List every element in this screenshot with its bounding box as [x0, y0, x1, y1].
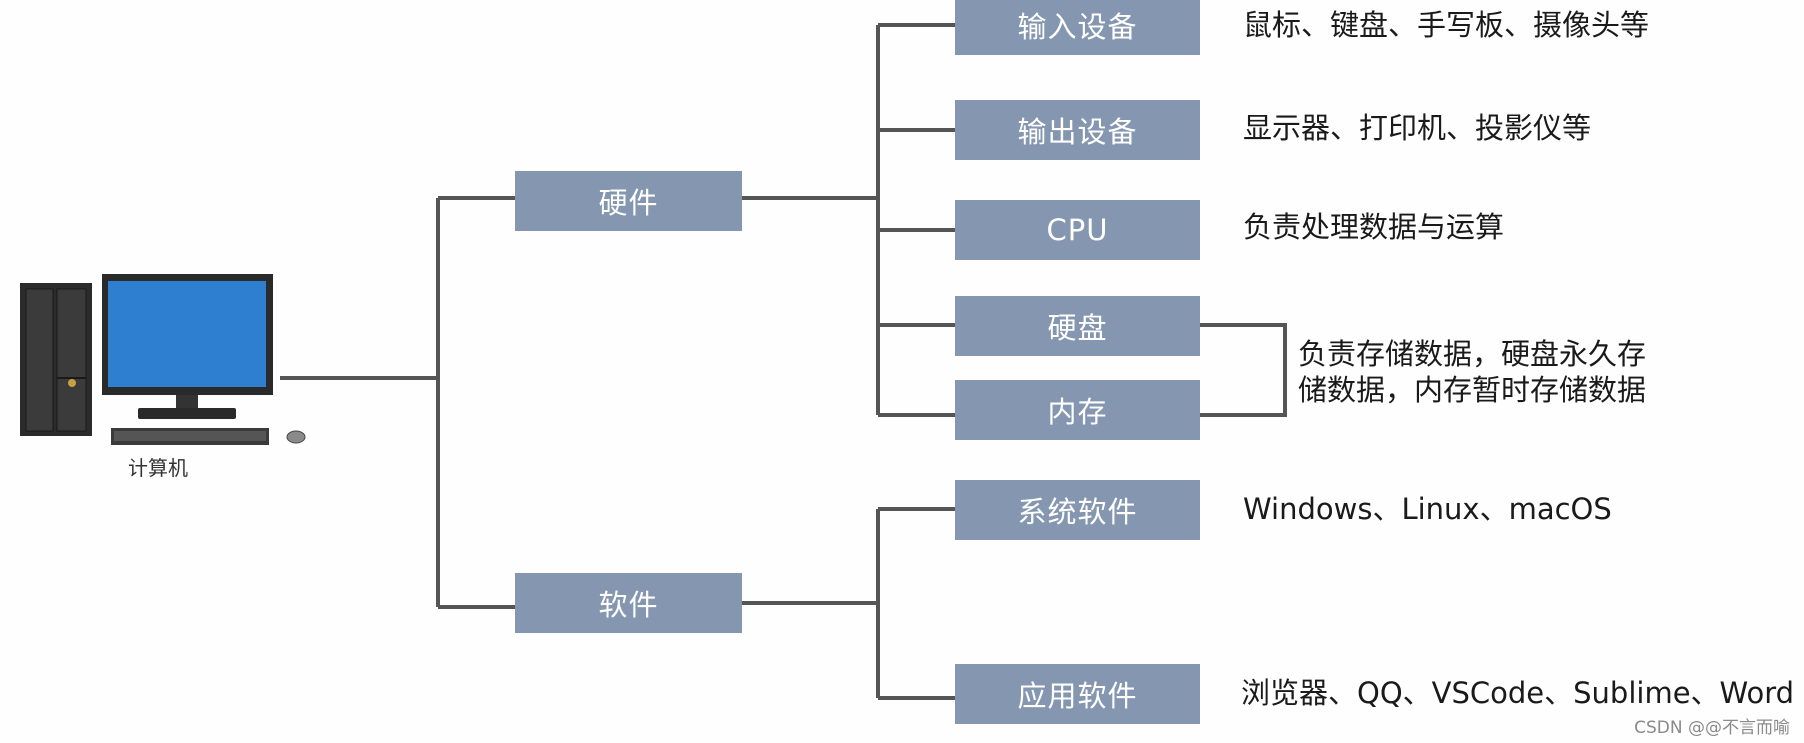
hardware-node: 硬件 [515, 171, 742, 231]
hard-disk-node: 硬盘 [955, 296, 1200, 356]
tower-icon [20, 283, 92, 436]
cpu-desc: 负责处理数据与运算 [1243, 210, 1505, 244]
watermark-text: CSDN @@不言而喻 [1634, 718, 1790, 738]
mouse-icon [286, 430, 306, 444]
software-node: 软件 [515, 573, 742, 633]
computer-icon [20, 274, 306, 445]
input-device-desc: 鼠标、键盘、手写板、摄像头等 [1243, 8, 1650, 42]
output-device-desc: 显示器、打印机、投影仪等 [1243, 111, 1592, 145]
cpu-node: CPU [955, 200, 1200, 260]
input-device-node: 输入设备 [955, 0, 1200, 55]
output-device-node: 输出设备 [955, 100, 1200, 160]
system-software-desc: Windows、Linux、macOS [1243, 492, 1612, 526]
app-software-desc: 浏览器、QQ、VSCode、Sublime、Word [1241, 676, 1795, 710]
app-software-node: 应用软件 [955, 664, 1200, 724]
monitor-icon [102, 274, 273, 419]
system-software-node: 系统软件 [955, 480, 1200, 540]
storage-desc-line2: 储数据，内存暂时存储数据 [1298, 373, 1647, 407]
memory-node: 内存 [955, 380, 1200, 440]
storage-desc-line1: 负责存储数据，硬盘永久存 [1298, 337, 1647, 371]
connector-storage-bracket [1200, 323, 1287, 417]
keyboard-icon [111, 428, 269, 445]
computer-label: 计算机 [128, 456, 188, 480]
